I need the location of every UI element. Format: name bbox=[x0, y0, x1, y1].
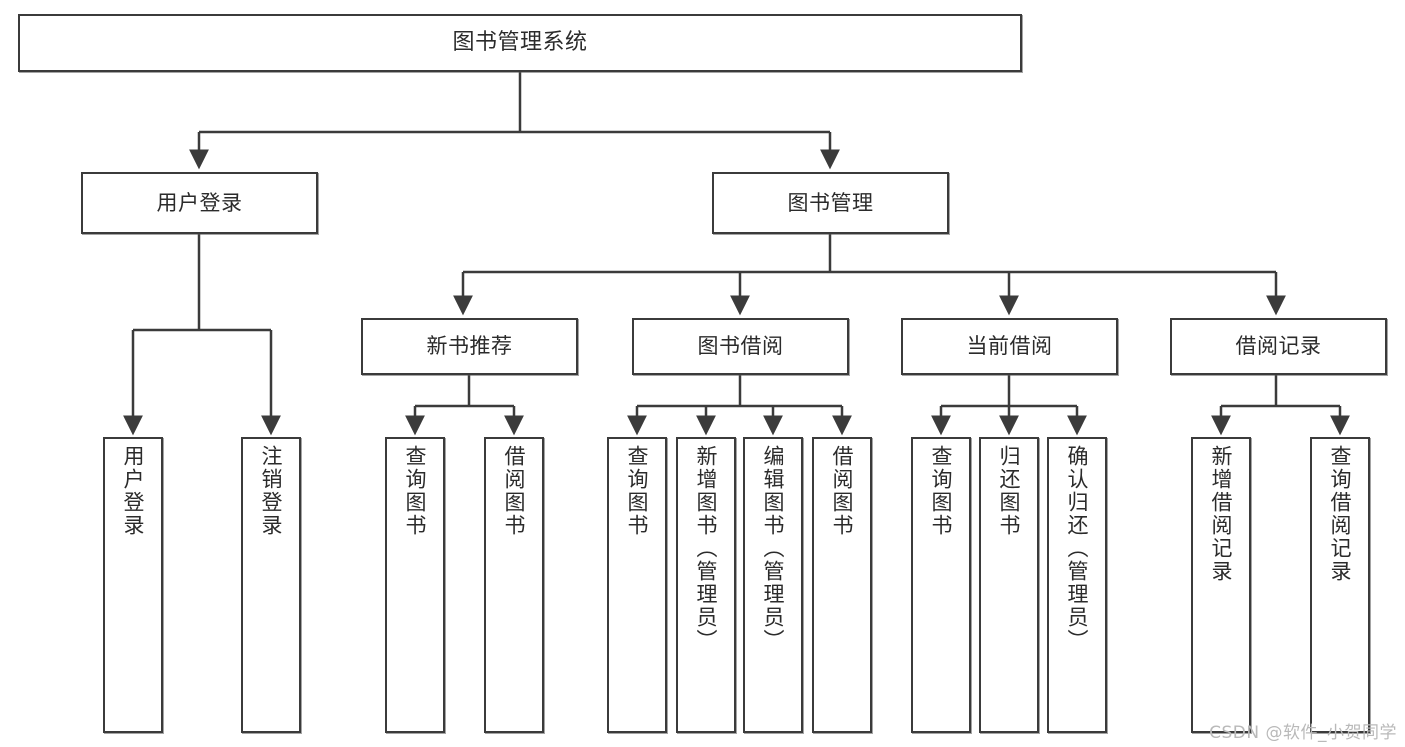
node-label: 查询图书 bbox=[929, 445, 954, 537]
leaf-new-book-borrow-book[interactable]: 借阅图书 bbox=[484, 437, 544, 733]
node-book-borrow[interactable]: 图书借阅 bbox=[632, 318, 849, 375]
leaf-borrow-record-add-record[interactable]: 新增借阅记录 bbox=[1191, 437, 1251, 733]
leaf-current-borrow-confirm-return-admin[interactable]: 确认归还（管理员） bbox=[1047, 437, 1107, 733]
node-label: 图书借阅 bbox=[697, 334, 784, 359]
leaf-book-borrow-add-book-admin[interactable]: 新增图书（管理员） bbox=[676, 437, 736, 733]
node-borrow-record[interactable]: 借阅记录 bbox=[1170, 318, 1387, 375]
node-label: 编辑图书（管理员） bbox=[761, 445, 786, 652]
node-label: 归还图书 bbox=[997, 445, 1022, 537]
node-current-borrow[interactable]: 当前借阅 bbox=[901, 318, 1118, 375]
node-label: 当前借阅 bbox=[966, 334, 1053, 359]
node-label: 新增图书（管理员） bbox=[694, 445, 719, 652]
node-label: 查询图书 bbox=[625, 445, 650, 537]
node-label: 用户登录 bbox=[156, 190, 243, 215]
node-label: 查询借阅记录 bbox=[1328, 445, 1353, 583]
node-label: 确认归还（管理员） bbox=[1065, 445, 1090, 652]
leaf-user-login-logout[interactable]: 注销登录 bbox=[241, 437, 301, 733]
node-label: 新书推荐 bbox=[426, 334, 513, 359]
watermark-text: CSDN @软件_小贺同学 bbox=[1209, 723, 1397, 743]
node-root-book-management-system[interactable]: 图书管理系统 bbox=[18, 14, 1022, 72]
node-label: 图书管理系统 bbox=[452, 30, 588, 56]
leaf-new-book-query-book[interactable]: 查询图书 bbox=[385, 437, 445, 733]
node-label: 借阅图书 bbox=[830, 445, 855, 537]
leaf-book-borrow-edit-book-admin[interactable]: 编辑图书（管理员） bbox=[743, 437, 803, 733]
node-label: 注销登录 bbox=[259, 445, 284, 537]
leaf-book-borrow-query-book[interactable]: 查询图书 bbox=[607, 437, 667, 733]
leaf-user-login-login[interactable]: 用户登录 bbox=[103, 437, 163, 733]
node-label: 借阅图书 bbox=[502, 445, 527, 537]
node-label: 用户登录 bbox=[121, 445, 146, 537]
leaf-borrow-record-query-record[interactable]: 查询借阅记录 bbox=[1310, 437, 1370, 733]
node-book-management[interactable]: 图书管理 bbox=[712, 172, 949, 234]
node-label: 查询图书 bbox=[403, 445, 428, 537]
leaf-book-borrow-borrow-book[interactable]: 借阅图书 bbox=[812, 437, 872, 733]
node-label: 图书管理 bbox=[787, 190, 874, 215]
leaf-current-borrow-return-book[interactable]: 归还图书 bbox=[979, 437, 1039, 733]
node-new-book-recommend[interactable]: 新书推荐 bbox=[361, 318, 578, 375]
node-label: 借阅记录 bbox=[1235, 334, 1322, 359]
node-user-login[interactable]: 用户登录 bbox=[81, 172, 318, 234]
leaf-current-borrow-query-book[interactable]: 查询图书 bbox=[911, 437, 971, 733]
node-label: 新增借阅记录 bbox=[1209, 445, 1234, 583]
